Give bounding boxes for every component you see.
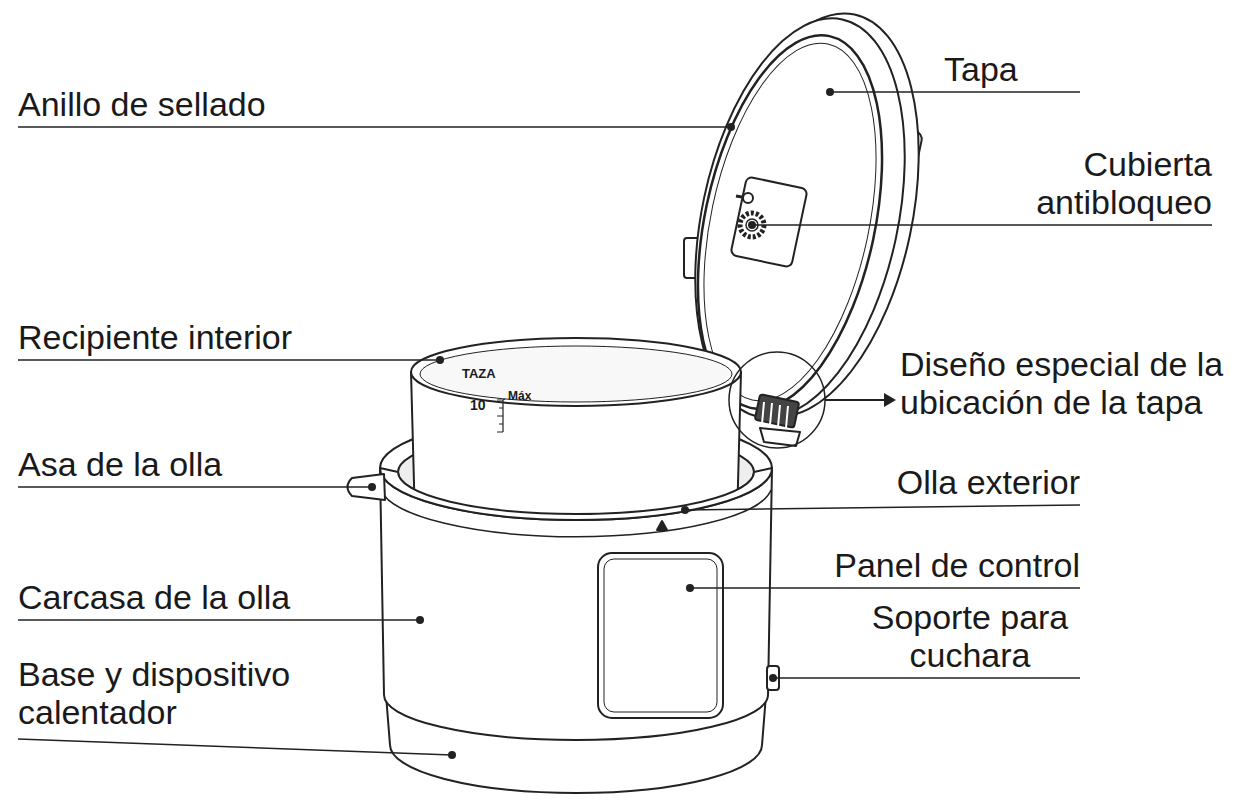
leader-line	[18, 126, 731, 128]
detail-arrow-line	[825, 399, 886, 401]
leader-line	[690, 587, 1080, 589]
alignment-mark	[657, 521, 667, 530]
part-label-box: Soporte para cuchara	[855, 598, 1085, 674]
leader-dot	[436, 356, 444, 364]
hinge-teeth	[762, 402, 788, 428]
leader-line	[830, 91, 1080, 93]
leader-dot	[748, 221, 756, 229]
leader-dot	[826, 88, 834, 96]
leader-line	[18, 359, 440, 361]
valve-screw	[743, 193, 753, 203]
part-label-box: Asa de la olla	[18, 445, 378, 483]
scale-marking: TAZA	[462, 366, 496, 381]
part-label: Anillo de sellado	[18, 85, 266, 123]
part-label: Soporte para cuchara	[872, 598, 1069, 674]
part-label: Base y dispositivo calentador	[18, 655, 290, 731]
part-label-box: Base y dispositivo calentador	[18, 655, 318, 731]
part-label: Cubierta antibloqueo	[1036, 145, 1212, 221]
inner-pot-rim	[411, 338, 741, 406]
leader-line	[18, 486, 372, 488]
detail-circle	[729, 352, 825, 448]
part-label: Diseño especial de la ubicación de la ta…	[900, 345, 1223, 421]
leader-dot	[416, 616, 424, 624]
part-label-box: Cubierta antibloqueo	[1012, 145, 1212, 221]
part-label: Tapa	[944, 50, 1018, 88]
outer-pot-front	[380, 468, 772, 520]
part-label-box: Carcasa de la olla	[18, 578, 378, 616]
scale-marking-box: Máx	[508, 390, 531, 404]
scale-marking: Máx	[508, 389, 531, 403]
leader-line	[773, 677, 1080, 679]
leader-dot	[686, 584, 694, 592]
leader-dot	[368, 483, 376, 491]
scale-marking-box: 10	[470, 397, 486, 413]
leader-line	[18, 739, 452, 755]
part-label-box: Diseño especial de la ubicación de la ta…	[900, 345, 1235, 421]
leader-dot	[681, 506, 689, 514]
water-scale	[497, 399, 505, 432]
hinge-bracket	[760, 428, 800, 446]
part-label: Asa de la olla	[18, 445, 222, 483]
anti-block-cover	[730, 176, 807, 267]
leader-dot	[727, 123, 735, 131]
leader-line	[685, 505, 1080, 510]
control-panel	[598, 553, 723, 718]
part-label-box: Olla exterior	[780, 463, 1080, 501]
leader-line	[18, 619, 420, 621]
part-label-box: Anillo de sellado	[18, 85, 418, 123]
part-label-box: Tapa	[944, 50, 1084, 88]
control-panel-inner	[604, 559, 717, 712]
detail-arrow-head	[884, 393, 896, 407]
inner-pot-interior	[420, 346, 732, 402]
leader-dot	[448, 751, 456, 759]
part-label: Olla exterior	[897, 463, 1080, 501]
part-label: Recipiente interior	[18, 318, 292, 356]
scale-marking-box: TAZA	[462, 367, 496, 382]
part-label: Panel de control	[834, 546, 1080, 584]
part-label: Carcasa de la olla	[18, 578, 290, 616]
scale-marking: 10	[470, 397, 486, 413]
leader-dot	[769, 674, 777, 682]
part-label-box: Panel de control	[780, 546, 1080, 584]
part-label-box: Recipiente interior	[18, 318, 418, 356]
lid-hinge	[755, 394, 800, 428]
leader-line	[752, 224, 1212, 226]
